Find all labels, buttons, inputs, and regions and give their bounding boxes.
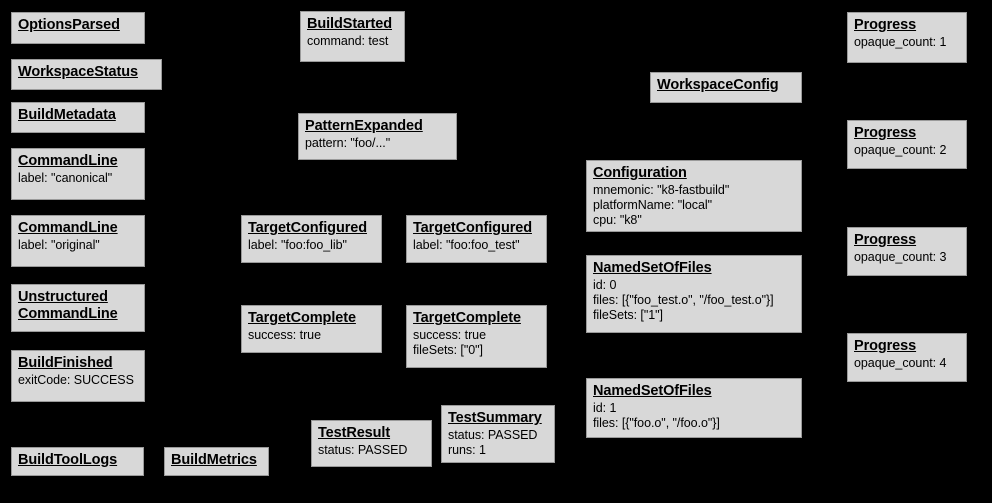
node-title: TestResult	[318, 425, 391, 441]
node-workspace-status[interactable]: WorkspaceStatus	[11, 59, 162, 90]
node-fields: id: 1 files: [{"foo.o", "/foo.o"}]	[593, 401, 720, 431]
node-fields: label: "foo:foo_lib"	[248, 238, 347, 252]
node-fields: success: true fileSets: ["0"]	[413, 328, 486, 358]
node-options-parsed[interactable]: OptionsParsed	[11, 12, 145, 44]
node-fields: mnemonic: "k8-fastbuild" platformName: "…	[593, 183, 730, 228]
node-configuration[interactable]: Configuration mnemonic: "k8-fastbuild" pl…	[586, 160, 802, 232]
node-pattern-expanded[interactable]: PatternExpanded pattern: "foo/..."	[298, 113, 457, 160]
node-title: Progress	[854, 17, 917, 33]
node-title: Configuration	[593, 165, 687, 181]
node-test-summary[interactable]: TestSummary status: PASSED runs: 1	[441, 405, 555, 463]
node-title: TargetConfigured	[413, 220, 532, 236]
node-named-set-of-files-0[interactable]: NamedSetOfFiles id: 0 files: [{"foo_test.…	[586, 255, 802, 333]
node-build-tool-logs[interactable]: BuildToolLogs	[11, 447, 144, 476]
node-fields: pattern: "foo/..."	[305, 136, 391, 150]
node-target-configured-foo-lib[interactable]: TargetConfigured label: "foo:foo_lib"	[241, 215, 382, 263]
node-target-complete-foo-test[interactable]: TargetComplete success: true fileSets: ["…	[406, 305, 547, 368]
node-named-set-of-files-1[interactable]: NamedSetOfFiles id: 1 files: [{"foo.o", "…	[586, 378, 802, 438]
node-title: BuildToolLogs	[18, 452, 118, 468]
node-target-complete-foo-lib[interactable]: TargetComplete success: true	[241, 305, 382, 353]
node-build-metrics[interactable]: BuildMetrics	[164, 447, 269, 476]
node-title: WorkspaceConfig	[657, 77, 779, 93]
node-title: CommandLine	[18, 220, 118, 236]
node-title: CommandLine	[18, 153, 118, 169]
node-workspace-config[interactable]: WorkspaceConfig	[650, 72, 802, 103]
node-title: Unstructured CommandLine	[18, 289, 118, 322]
node-title: BuildFinished	[18, 355, 113, 371]
node-title: WorkspaceStatus	[18, 64, 138, 80]
node-title: Progress	[854, 338, 917, 354]
node-fields: opaque_count: 4	[854, 356, 947, 370]
node-title: BuildMetrics	[171, 452, 257, 468]
node-build-finished[interactable]: BuildFinished exitCode: SUCCESS	[11, 350, 145, 402]
node-progress-1[interactable]: Progress opaque_count: 1	[847, 12, 967, 63]
node-test-result[interactable]: TestResult status: PASSED	[311, 420, 432, 467]
node-title: BuildMetadata	[18, 107, 116, 123]
node-progress-4[interactable]: Progress opaque_count: 4	[847, 333, 967, 382]
node-fields: status: PASSED	[318, 443, 408, 457]
node-build-started[interactable]: BuildStarted command: test	[300, 11, 405, 62]
node-progress-3[interactable]: Progress opaque_count: 3	[847, 227, 967, 276]
node-fields: exitCode: SUCCESS	[18, 373, 134, 387]
node-command-line-original[interactable]: CommandLine label: "original"	[11, 215, 145, 267]
node-fields: label: "canonical"	[18, 171, 113, 185]
node-build-metadata[interactable]: BuildMetadata	[11, 102, 145, 133]
node-title: BuildStarted	[307, 16, 393, 32]
node-title: Progress	[854, 125, 917, 141]
node-fields: opaque_count: 3	[854, 250, 947, 264]
node-command-line-canonical[interactable]: CommandLine label: "canonical"	[11, 148, 145, 200]
node-title: PatternExpanded	[305, 118, 423, 134]
node-fields: label: "foo:foo_test"	[413, 238, 520, 252]
node-fields: success: true	[248, 328, 321, 342]
node-fields: status: PASSED runs: 1	[448, 428, 538, 458]
node-title: NamedSetOfFiles	[593, 383, 712, 399]
node-unstructured-command-line[interactable]: Unstructured CommandLine	[11, 284, 145, 332]
node-fields: command: test	[307, 34, 389, 48]
node-title: TargetComplete	[248, 310, 356, 326]
node-fields: opaque_count: 2	[854, 143, 947, 157]
node-fields: id: 0 files: [{"foo_test.o", "/foo_test.…	[593, 278, 774, 323]
node-progress-2[interactable]: Progress opaque_count: 2	[847, 120, 967, 169]
node-title: TargetComplete	[413, 310, 521, 326]
node-title: TestSummary	[448, 410, 542, 426]
node-target-configured-foo-test[interactable]: TargetConfigured label: "foo:foo_test"	[406, 215, 547, 263]
node-title: TargetConfigured	[248, 220, 367, 236]
node-title: OptionsParsed	[18, 17, 120, 33]
node-fields: opaque_count: 1	[854, 35, 947, 49]
node-title: Progress	[854, 232, 917, 248]
node-fields: label: "original"	[18, 238, 100, 252]
node-title: NamedSetOfFiles	[593, 260, 712, 276]
